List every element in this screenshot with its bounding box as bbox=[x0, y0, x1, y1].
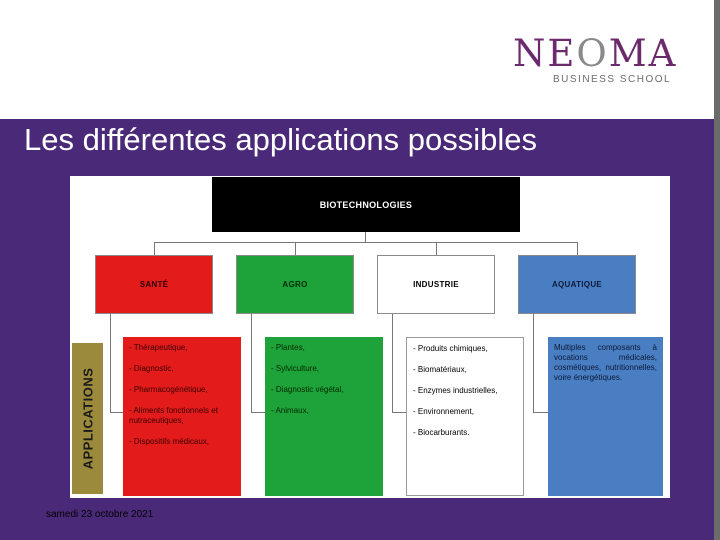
applications-side-label: APPLICATIONS bbox=[72, 343, 103, 494]
connector-sante-in bbox=[110, 412, 123, 413]
list-item: - Aliments fonctionnels et nutraceutique… bbox=[129, 406, 218, 425]
aquatique-applications: Multiples composants à vocations médical… bbox=[548, 337, 663, 496]
sante-applications: - Thérapeutique, - Diagnostic, - Pharmac… bbox=[123, 337, 241, 496]
connector-horizontal bbox=[154, 242, 578, 243]
list-item: - Dispositifs médicaux, bbox=[129, 437, 210, 446]
list-item: - Biocarburants. bbox=[413, 428, 470, 437]
connector-sante bbox=[154, 242, 155, 255]
list-item: - Produits chimiques, bbox=[413, 344, 488, 353]
list-item: - Animaux, bbox=[271, 406, 309, 415]
slide-date: samedi 23 octobre 2021 bbox=[46, 509, 154, 520]
biotech-diagram: BIOTECHNOLOGIES SANTÉ AGRO INDUSTRIE AQU… bbox=[70, 176, 670, 498]
list-item: - Plantes, bbox=[271, 343, 305, 352]
connector-root-down bbox=[365, 232, 366, 243]
industrie-applications: - Produits chimiques, - Biomatériaux, - … bbox=[406, 337, 524, 496]
slide-title: Les différentes applications possibles bbox=[24, 122, 537, 157]
connector-industrie bbox=[436, 242, 437, 255]
logo-subtitle: BUSINESS SCHOOL bbox=[553, 74, 672, 85]
list-item: - Pharmacogénétique, bbox=[129, 385, 208, 394]
category-agro: AGRO bbox=[236, 255, 354, 314]
agro-applications: - Plantes, - Sylviculture, - Diagnostic … bbox=[265, 337, 383, 496]
list-item: - Diagnostic, bbox=[129, 364, 174, 373]
connector-aquatique-down bbox=[533, 314, 534, 412]
connector-industrie-down bbox=[392, 314, 393, 412]
connector-agro-in bbox=[251, 412, 265, 413]
connector-agro-down bbox=[251, 314, 252, 412]
root-node: BIOTECHNOLOGIES bbox=[212, 177, 520, 232]
list-item: - Thérapeutique, bbox=[129, 343, 188, 352]
connector-sante-down bbox=[110, 314, 111, 412]
connector-aquatique bbox=[577, 242, 578, 255]
connector-industrie-in bbox=[392, 412, 406, 413]
connector-agro bbox=[295, 242, 296, 255]
list-item: - Sylviculture, bbox=[271, 364, 320, 373]
list-item: - Diagnostic végétal, bbox=[271, 385, 344, 394]
category-industrie: INDUSTRIE bbox=[377, 255, 495, 314]
category-sante: SANTÉ bbox=[95, 255, 213, 314]
list-item: - Environnement, bbox=[413, 407, 474, 416]
right-edge-strip bbox=[714, 0, 720, 540]
category-aquatique: AQUATIQUE bbox=[518, 255, 636, 314]
list-item: - Biomatériaux, bbox=[413, 365, 467, 374]
connector-aquatique-in bbox=[533, 412, 548, 413]
list-item: - Enzymes industrielles, bbox=[413, 386, 498, 395]
aquatique-description: Multiples composants à vocations médical… bbox=[554, 343, 657, 382]
